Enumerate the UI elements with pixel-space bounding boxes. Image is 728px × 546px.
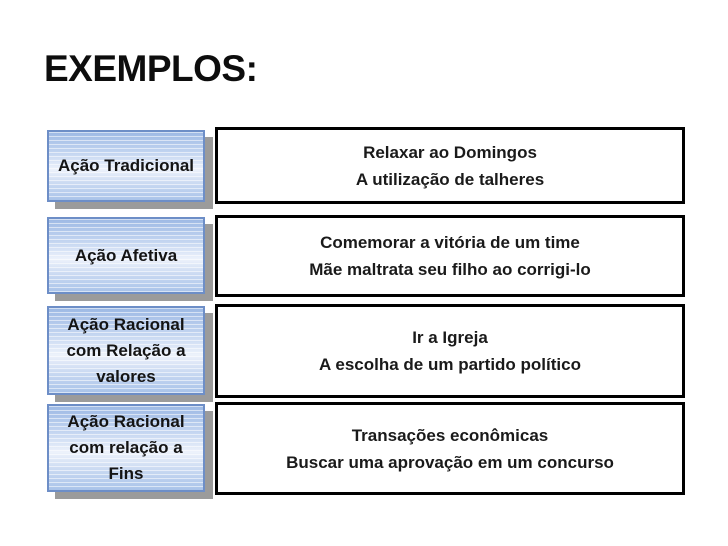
action-label: Ação Afetiva — [74, 245, 178, 265]
page-title: EXEMPLOS: — [44, 48, 258, 89]
examples-box-tradicional: Relaxar ao Domingos A utilização de talh… — [215, 127, 685, 204]
examples-box-racional-fins: Transações econômicas Buscar uma aprovaç… — [215, 402, 685, 495]
examples-text: Transações econômicas Buscar uma aprovaç… — [286, 425, 614, 472]
action-label-box-tradicional: Ação Tradicional — [47, 130, 205, 202]
action-label-box-afetiva: Ação Afetiva — [47, 217, 205, 294]
action-label: Ação Tradicional — [57, 156, 195, 175]
action-label-box-racional-fins: Ação Racional com relação a Fins — [47, 404, 205, 492]
examples-text: Ir a Igreja A escolha de um partido polí… — [319, 328, 581, 374]
examples-text: Relaxar ao Domingos A utilização de talh… — [355, 142, 545, 189]
action-label-box-racional-valores: Ação Racional com Relação a valores — [47, 306, 205, 395]
action-label: Ação Racional com relação a Fins — [67, 412, 185, 483]
examples-box-racional-valores: Ir a Igreja A escolha de um partido polí… — [215, 304, 685, 398]
action-label: Ação Racional com Relação a valores — [66, 314, 186, 386]
examples-text: Comemorar a vitória de um time Mãe maltr… — [309, 233, 591, 279]
examples-box-afetiva: Comemorar a vitória de um time Mãe maltr… — [215, 215, 685, 297]
